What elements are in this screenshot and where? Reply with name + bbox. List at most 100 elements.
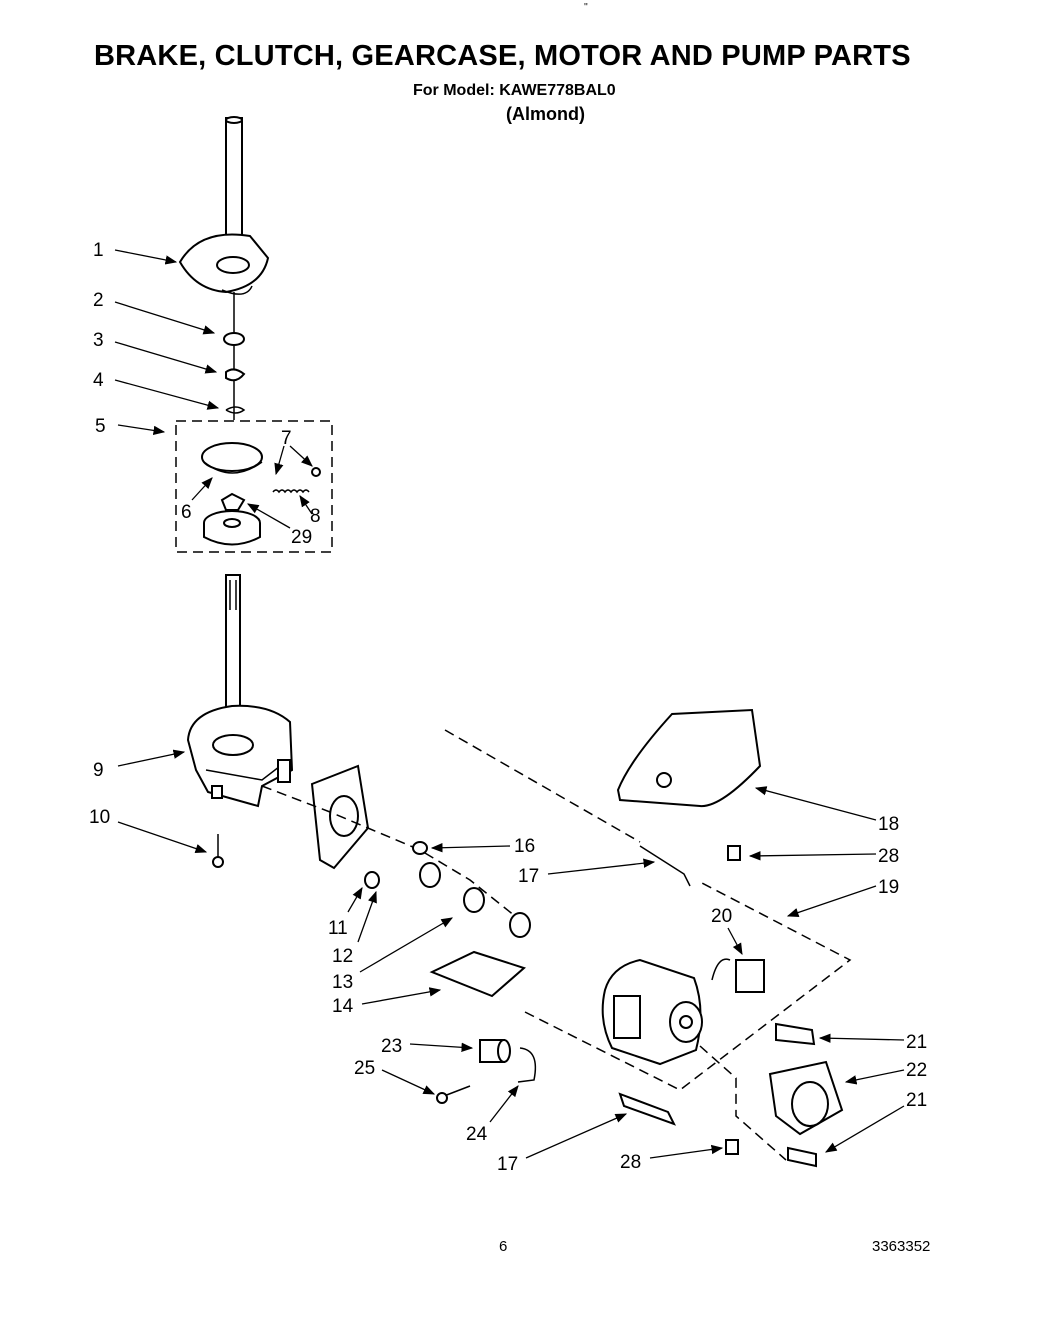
page-number: 6 xyxy=(499,1238,508,1255)
gearcase-part-9 xyxy=(186,704,294,808)
leader-10 xyxy=(117,821,208,854)
leader-8 xyxy=(299,495,313,515)
motor-assembly-box-part-19 xyxy=(444,729,852,1091)
leader-29 xyxy=(246,503,291,529)
leader-14 xyxy=(361,987,442,1005)
motor xyxy=(601,958,703,1066)
leader-7b xyxy=(289,445,313,467)
leader-21-lower xyxy=(824,1105,905,1153)
screw-part-28-upper xyxy=(727,845,741,861)
leader-21-upper xyxy=(818,1033,905,1043)
callout-4: 4 xyxy=(93,370,104,391)
clip-part-17-lower xyxy=(618,1092,677,1126)
base-plate-part-18 xyxy=(616,708,762,808)
ring-part-4 xyxy=(225,406,246,414)
clip-part-3 xyxy=(225,368,246,382)
callout-25: 25 xyxy=(354,1058,375,1079)
clamp-part-21-upper xyxy=(775,1022,816,1046)
spring-part-7 xyxy=(272,467,321,494)
leader-11 xyxy=(347,886,363,913)
callout-19: 19 xyxy=(878,877,899,898)
switch-part-20 xyxy=(735,959,765,993)
callout-14: 14 xyxy=(332,996,354,1017)
callout-7: 7 xyxy=(281,428,292,449)
model-number: For Model: KAWE778BAL0 xyxy=(413,82,616,99)
pump-axis-dash xyxy=(699,1045,787,1161)
screw-part-25-shank xyxy=(443,1085,471,1097)
motor-wires xyxy=(711,958,731,981)
leader-16 xyxy=(430,843,511,853)
base-plate-hole xyxy=(656,772,672,788)
callout-9: 9 xyxy=(93,760,104,781)
leader-3 xyxy=(114,341,218,374)
callout-18: 18 xyxy=(878,814,899,835)
callout-21-upper: 21 xyxy=(906,1032,927,1053)
leader-6 xyxy=(191,477,213,501)
callout-17-lower: 17 xyxy=(497,1154,518,1175)
model-color: (Almond) xyxy=(506,104,585,124)
strap-part-24 xyxy=(517,1047,537,1083)
leader-2 xyxy=(114,301,216,335)
leader-9 xyxy=(117,749,186,767)
callout-3: 3 xyxy=(93,330,104,351)
upper-shaft xyxy=(225,116,243,261)
callout-23: 23 xyxy=(381,1036,402,1057)
bolt-part-10 xyxy=(212,856,224,868)
leader-12 xyxy=(357,890,377,943)
clip-part-29 xyxy=(220,492,246,511)
coupling-part-11 xyxy=(364,871,380,889)
shield-part-14 xyxy=(429,950,526,998)
brake-band-part-6 xyxy=(201,442,263,474)
registration-mark: '' xyxy=(584,2,588,13)
callout-12: 12 xyxy=(332,946,353,967)
callout-20: 20 xyxy=(711,906,732,927)
callout-1: 1 xyxy=(93,240,104,261)
callout-5: 5 xyxy=(95,416,106,437)
leader-17-upper xyxy=(547,858,656,875)
leader-13 xyxy=(359,917,454,973)
capacitor-part-23 xyxy=(479,1039,511,1063)
callout-28-upper: 28 xyxy=(878,846,899,867)
page-title: BRAKE, CLUTCH, GEARCASE, MOTOR AND PUMP … xyxy=(94,40,911,72)
leader-28-lower xyxy=(649,1144,724,1159)
callout-17-upper: 17 xyxy=(518,866,539,887)
brake-cam-part-1 xyxy=(178,233,270,295)
brake-drum xyxy=(203,510,261,546)
leader-25 xyxy=(381,1069,436,1095)
screw-part-25 xyxy=(436,1092,448,1104)
washer-part-2 xyxy=(223,332,245,346)
coupling-part-12 xyxy=(463,887,485,913)
callout-6: 6 xyxy=(181,502,192,523)
callout-22: 22 xyxy=(906,1060,927,1081)
screw-part-28-lower xyxy=(725,1139,739,1155)
callout-2: 2 xyxy=(93,290,104,311)
clip-part-17-upper xyxy=(639,845,691,887)
screw-part-16 xyxy=(412,841,428,855)
leader-1 xyxy=(114,249,178,265)
leader-5 xyxy=(117,424,166,436)
leader-20 xyxy=(727,927,743,956)
leader-23 xyxy=(409,1042,474,1052)
coupling-part-13 xyxy=(509,912,531,938)
leader-28-upper xyxy=(748,851,877,861)
leader-24 xyxy=(489,1085,519,1123)
document-number: 3363352 xyxy=(872,1238,931,1255)
coupling-hub xyxy=(419,862,441,888)
clamp-part-21-lower xyxy=(787,1146,817,1168)
callout-21-lower: 21 xyxy=(906,1090,927,1111)
callout-29: 29 xyxy=(291,527,312,548)
callout-16: 16 xyxy=(514,836,535,857)
pump-part-22 xyxy=(768,1060,844,1136)
callout-10: 10 xyxy=(89,807,110,828)
leader-4 xyxy=(114,379,220,410)
leader-17-lower xyxy=(525,1113,628,1159)
lower-shaft xyxy=(225,574,241,726)
callout-8: 8 xyxy=(310,506,321,527)
callout-13: 13 xyxy=(332,972,353,993)
leader-7a xyxy=(274,445,285,476)
leader-22 xyxy=(844,1069,905,1085)
callout-11: 11 xyxy=(328,918,348,939)
callout-28-lower: 28 xyxy=(620,1152,641,1173)
drive-axis-dash xyxy=(261,785,521,921)
